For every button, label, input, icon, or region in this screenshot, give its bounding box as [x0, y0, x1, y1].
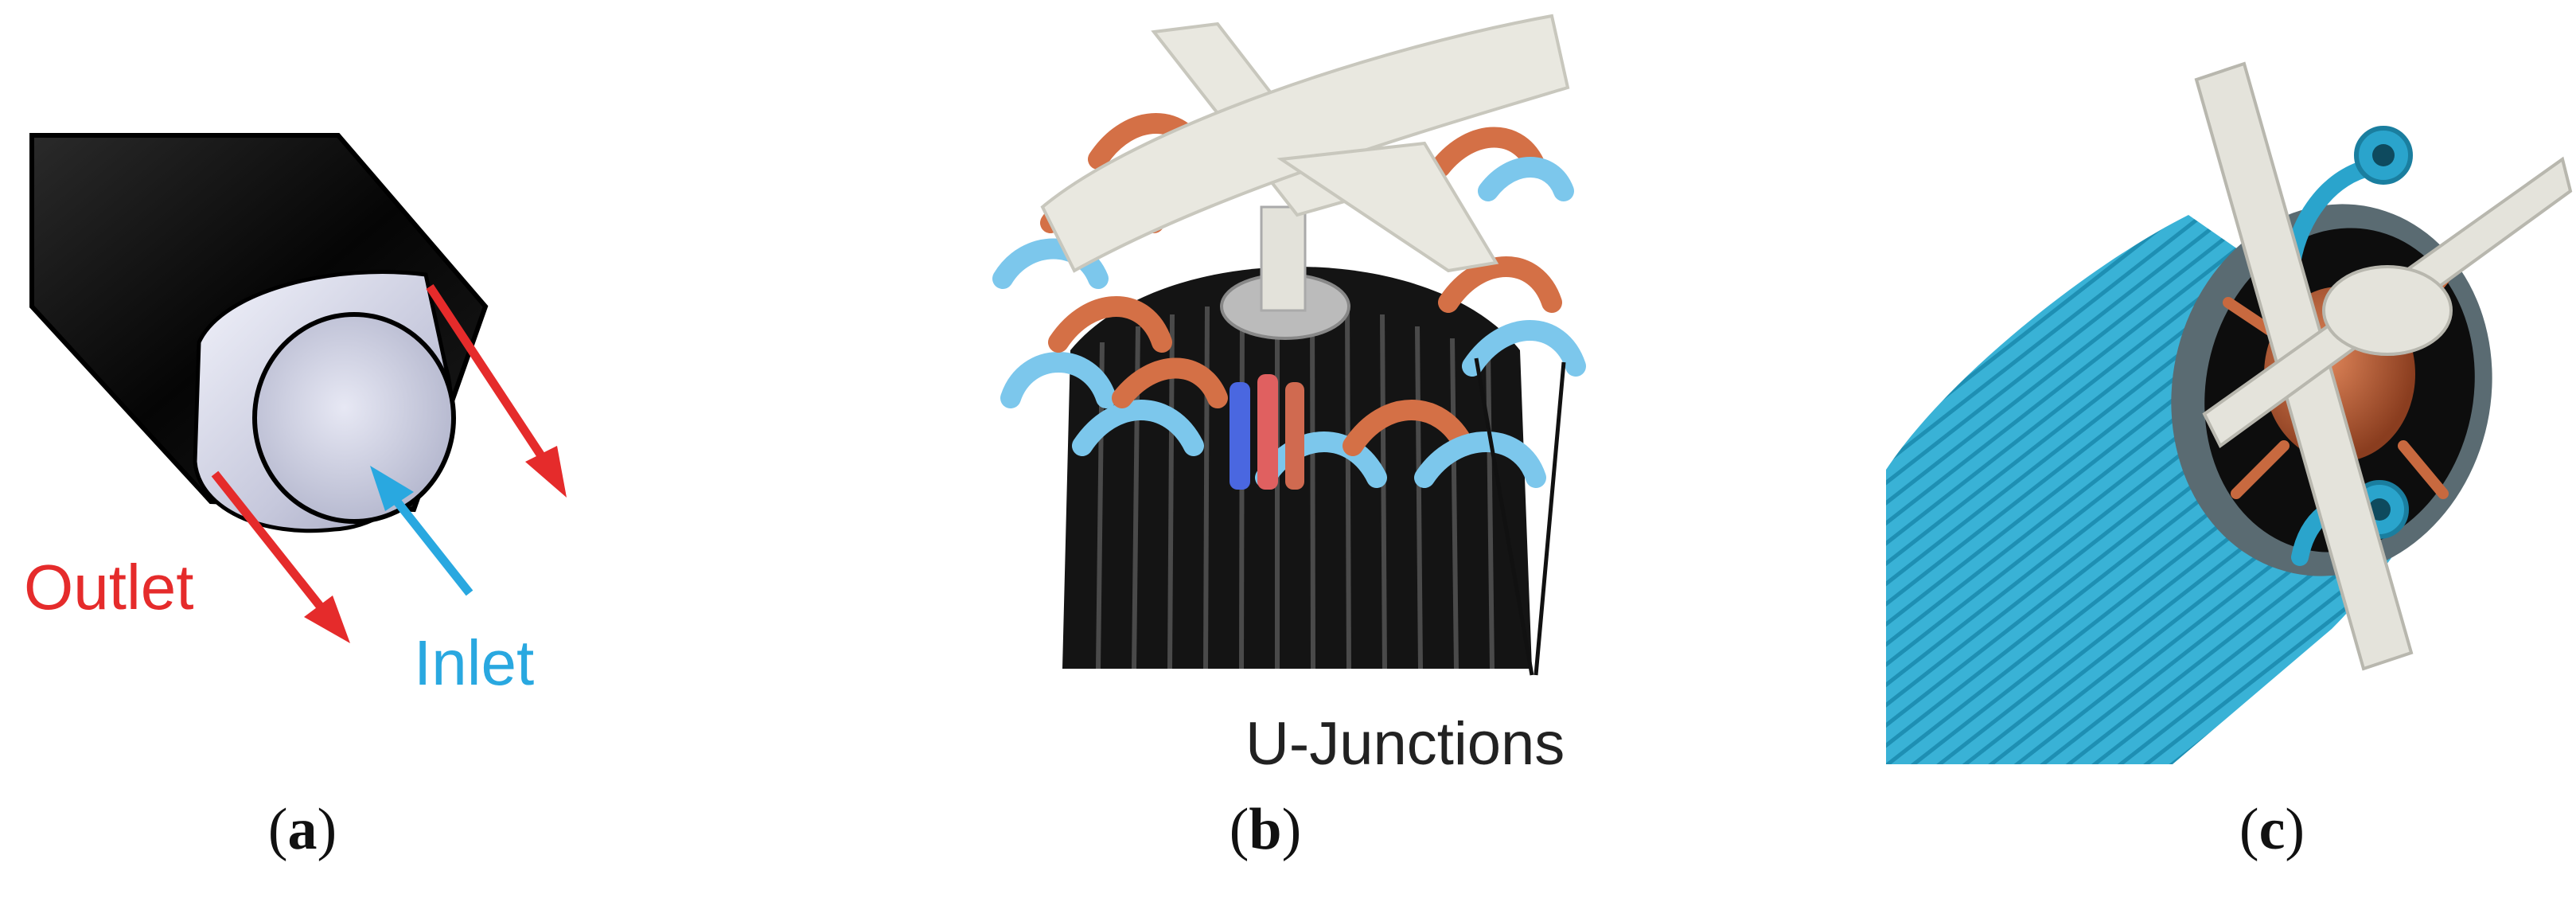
panel-a: Outlet Inlet (a) [0, 0, 605, 898]
u-junction-callout-lines [1474, 357, 1566, 676]
panel-c: (c) [1854, 0, 2573, 898]
tube-3 [1285, 382, 1304, 490]
u-junction-label: U-Junctions [1245, 710, 1565, 778]
caption-b: (b) [1229, 797, 1302, 862]
inner-tube-end [252, 312, 456, 524]
outlet-arrow-top [426, 283, 567, 498]
concentric-pipe-illustration: Outlet Inlet [24, 133, 567, 698]
motor-cooling-junction-illustration: U-Junctions [992, 14, 1586, 778]
shaft [1260, 205, 1307, 312]
panel-b: U-Junctions (b) [979, 0, 1679, 898]
assembled-cooling-jacket-illustration [1886, 61, 2573, 764]
impeller [1040, 14, 1570, 273]
inlet-arrow [370, 466, 474, 596]
caption-c: (c) [2239, 797, 2305, 862]
outlet-arrow-bottom [211, 470, 350, 643]
outlet-tube [1257, 374, 1278, 490]
inlet-label: Inlet [414, 627, 534, 698]
impeller [2194, 61, 2573, 671]
inlet-tube [1230, 382, 1250, 490]
caption-a: (a) [267, 797, 337, 862]
outlet-label: Outlet [24, 552, 193, 623]
